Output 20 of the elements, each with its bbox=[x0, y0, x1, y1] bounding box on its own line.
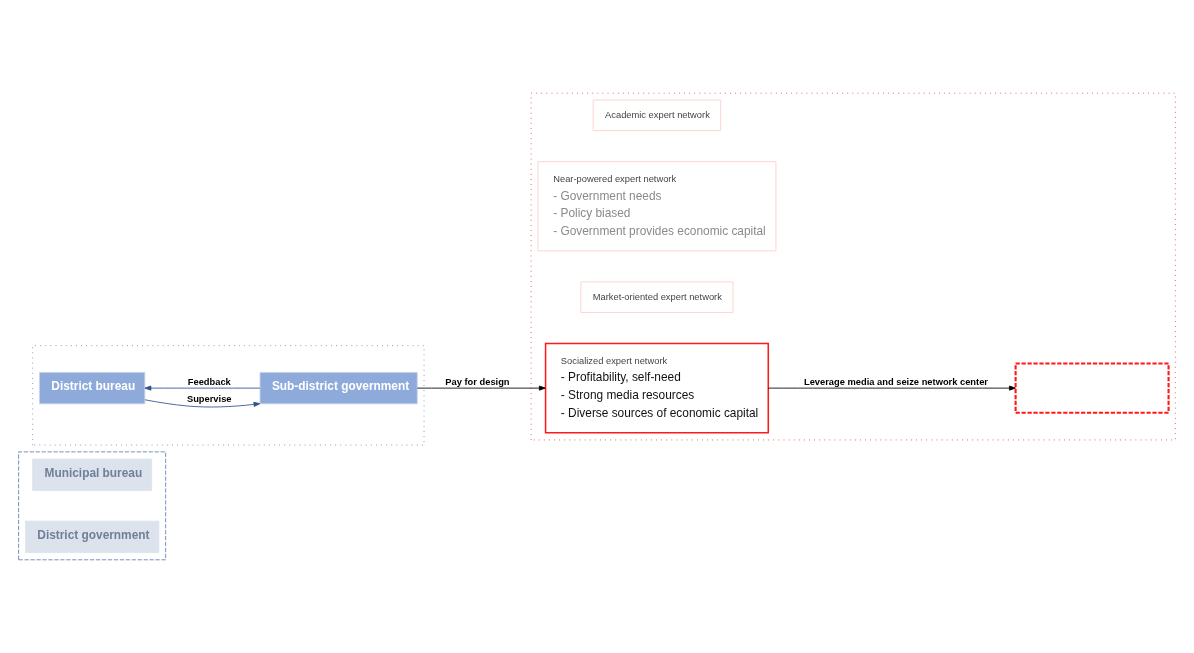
node-box: Socialized expert network - Profitability, self-need - Strong media resources - Diverse sources of economic capital bbox=[544, 342, 770, 434]
node-box: Sub-district government bbox=[259, 371, 418, 405]
node-box: Market-oriented expert network bbox=[580, 281, 734, 313]
cluster bbox=[32, 345, 425, 446]
cluster bbox=[18, 451, 167, 561]
node-box: District bureau bbox=[39, 371, 146, 405]
arrow bbox=[416, 385, 546, 391]
edge-label: Pay for design bbox=[445, 376, 510, 387]
edge-label: Feedback bbox=[187, 376, 231, 387]
edge-label: Leverage media and seize network center bbox=[803, 376, 989, 387]
node-box: Near-powered expert network - Government needs - Policy biased - Government provides economic capital bbox=[537, 161, 777, 252]
arrow bbox=[767, 385, 1016, 391]
node-box: District government bbox=[25, 520, 160, 553]
edge-label: Supervise bbox=[186, 394, 232, 405]
node-box: Municipal bureau bbox=[32, 458, 153, 491]
node-box: Academic expert network bbox=[592, 99, 722, 132]
node-box bbox=[1014, 362, 1170, 414]
arrow bbox=[144, 385, 261, 391]
cluster bbox=[530, 92, 1176, 441]
arrow bbox=[144, 399, 261, 408]
